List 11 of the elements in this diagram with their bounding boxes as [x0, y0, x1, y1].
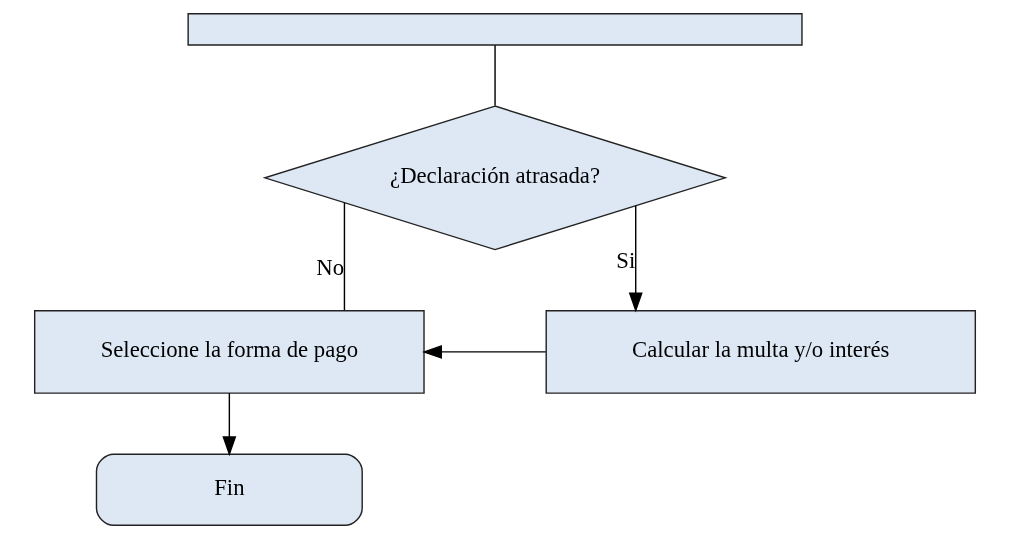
node-box: Fin [95, 453, 363, 526]
connector [493, 44, 496, 107]
arrow [421, 344, 546, 359]
arrow [628, 205, 643, 313]
node-box [186, 13, 803, 46]
node-box: Seleccione la forma de pago [33, 310, 425, 394]
arrow [221, 392, 236, 457]
node-diamond: ¿Declaración atrasada? [262, 105, 728, 251]
connector [343, 202, 345, 311]
edge-label: No [315, 254, 344, 280]
node-box: Calcular la multa y/o interés [545, 310, 976, 394]
